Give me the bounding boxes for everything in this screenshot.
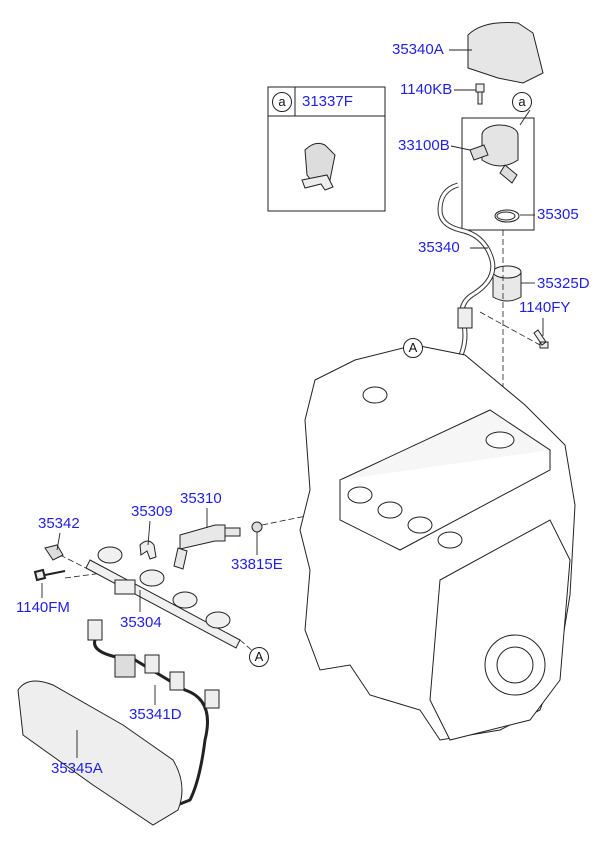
injector-drawing: [173, 524, 241, 570]
engine-block-drawing: [299, 344, 576, 741]
part-label-35305[interactable]: 35305: [537, 206, 579, 223]
inset-ref-circle-a: a: [272, 92, 292, 112]
part-label-35341d[interactable]: 35341D: [129, 706, 182, 723]
sensor-drawing: [44, 544, 64, 561]
part-label-1140fy[interactable]: 1140FY: [519, 299, 571, 316]
part-label-1140fm[interactable]: 1140FM: [16, 599, 70, 616]
pump-box: [461, 117, 535, 231]
part-label-35340[interactable]: 35340: [418, 239, 460, 256]
ref-circle-A-pipe: A: [403, 338, 423, 358]
part-label-33815e[interactable]: 33815E: [231, 556, 283, 573]
part-label-35340a[interactable]: 35340A: [392, 41, 444, 58]
ref-circle-A-rail: A: [249, 647, 269, 667]
part-label-35342[interactable]: 35342: [38, 515, 80, 532]
part-label-1140kb[interactable]: 1140KB: [400, 81, 453, 98]
part-label-35304[interactable]: 35304: [120, 614, 162, 631]
part-label-35309[interactable]: 35309: [131, 503, 173, 520]
part-label-35310[interactable]: 35310: [180, 490, 222, 507]
part-label-31337f[interactable]: 31337F: [302, 93, 353, 110]
ref-circle-a: a: [512, 92, 532, 112]
fuel-pump-drawing: [469, 124, 519, 184]
clip-31337f-drawing: [301, 142, 336, 191]
inset-box: [267, 86, 386, 212]
washer-drawing: [251, 521, 263, 533]
o-ring-drawing: [494, 209, 520, 223]
injector-cover-drawing: [17, 680, 183, 826]
fuel-rail-drawing: [85, 546, 241, 649]
part-label-35325d[interactable]: 35325D: [537, 275, 590, 292]
clip-drawing: [139, 540, 157, 560]
fuel-pipe-drawing: [437, 182, 496, 375]
lifter-drawing: [492, 272, 522, 302]
part-label-33100b[interactable]: 33100B: [398, 137, 450, 154]
part-label-35345a[interactable]: 35345A: [51, 760, 103, 777]
pump-cover-drawing: [467, 22, 544, 84]
